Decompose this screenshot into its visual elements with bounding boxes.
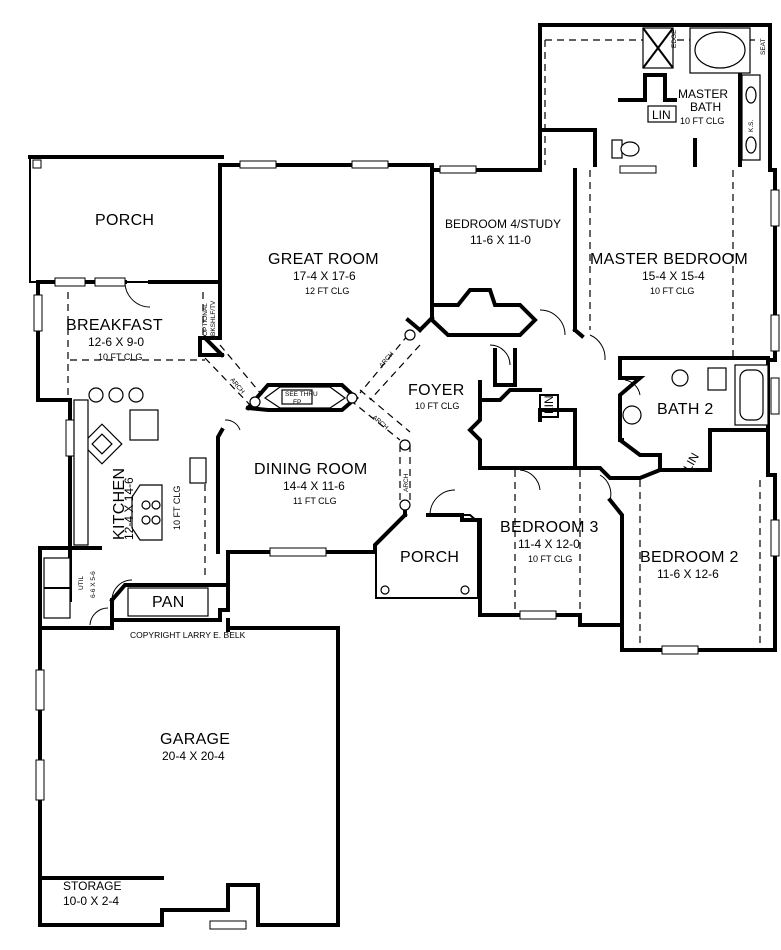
bedroom2-name: BEDROOM 2 (640, 549, 739, 566)
breakfast-name: BREAKFAST (66, 317, 163, 334)
labels: MASTER BATH 10 FT CLG LIN EDGE SEAT K.S.… (38, 29, 767, 908)
breakfast-dims: 12-6 X 9-0 (88, 335, 144, 349)
pantry-name: PAN (152, 594, 185, 611)
util-dims: 6-6 X 5-6 (90, 571, 97, 598)
bedroom2-dims: 11-6 X 12-6 (657, 567, 719, 581)
optional-label-1: OPTIONAL (202, 303, 209, 336)
arch-label-2: ARCH (378, 350, 395, 369)
bedroom4-name: BEDROOM 4/STUDY (445, 217, 561, 231)
windows (33, 160, 780, 930)
bedroom3-name: BEDROOM 3 (500, 519, 599, 536)
arch-label-1: ARCH (228, 377, 245, 396)
bath2-name: BATH 2 (657, 401, 714, 418)
bedroom4-dims: 11-6 X 11-0 (470, 233, 531, 247)
master-bath-clg: 10 FT CLG (680, 116, 724, 126)
fireplace-label-1: SEE THRU (285, 391, 318, 398)
breakfast-clg: 10 FT CLG (98, 352, 142, 362)
kitchen-clg: 10 FT CLG (172, 486, 182, 530)
arch-label-4: ARCH (403, 473, 410, 492)
foyer-clg: 10 FT CLG (415, 401, 459, 411)
fireplace-label-2: FP (293, 399, 301, 406)
master-bedroom-name: MASTER BEDROOM (590, 251, 748, 268)
porch-left-name: PORCH (95, 212, 154, 229)
copyright-text: COPYRIGHT LARRY E. BELK (130, 630, 246, 640)
garage-name: GARAGE (160, 731, 230, 748)
bedroom3-dims: 11-4 X 12-0 (518, 537, 580, 551)
great-room-name: GREAT ROOM (268, 251, 379, 268)
seat-label: SEAT (760, 38, 767, 55)
great-room-dims: 17-4 X 17-6 (293, 269, 356, 283)
master-lin-label: LIN (652, 108, 671, 122)
master-bath-name-1: MASTER (678, 87, 728, 101)
kitchen-dims: 12-4 X 14-6 (122, 477, 136, 540)
storage-dims: 10-0 X 2-4 (63, 894, 119, 908)
master-bedroom-dims: 15-4 X 15-4 (642, 269, 705, 283)
master-bath-name-2: BATH (690, 100, 721, 114)
interior-walls (68, 68, 770, 627)
foyer-lin-label: LIN (542, 395, 556, 414)
garage-dims: 20-4 X 20-4 (162, 749, 225, 763)
edge-label: EDGE (671, 29, 678, 48)
doors (89, 281, 641, 626)
porch-front-name: PORCH (400, 549, 459, 566)
dining-room-clg: 11 FT CLG (293, 496, 337, 506)
foyer-name: FOYER (408, 382, 465, 399)
util-name: UTIL (78, 576, 85, 590)
master-bedroom-clg: 10 FT CLG (650, 286, 694, 296)
bedroom3-clg: 10 FT CLG (528, 554, 572, 564)
great-room-clg: 12 FT CLG (305, 286, 349, 296)
optional-label-2: BKSHLF/TV (210, 300, 217, 336)
ks-label: K.S. (748, 120, 755, 132)
dining-room-dims: 14-4 X 11-6 (283, 479, 345, 493)
dining-room-name: DINING ROOM (254, 461, 368, 478)
kitchen-name: KITCHEN (111, 468, 128, 540)
arch-label-3: ARCH (371, 414, 390, 431)
fixtures (43, 27, 769, 619)
storage-name: STORAGE (63, 879, 121, 893)
